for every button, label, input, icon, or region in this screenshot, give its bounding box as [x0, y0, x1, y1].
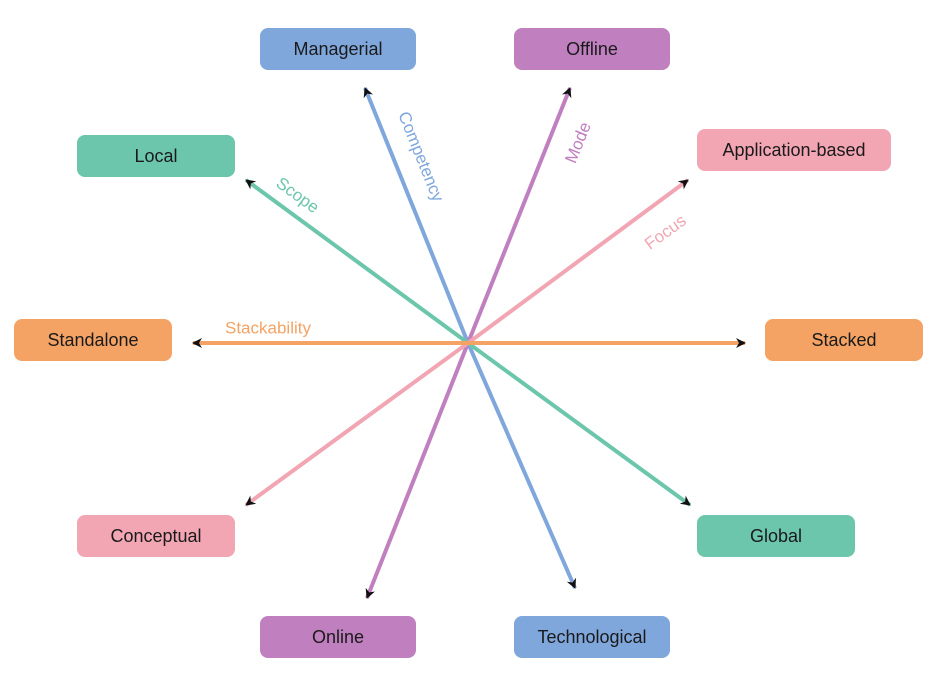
- node-standalone-label: Standalone: [47, 330, 138, 350]
- competency-axis-arrow-b: [363, 87, 470, 344]
- node-local: Local: [77, 135, 235, 177]
- scope-axis-arrow-b: [244, 178, 470, 345]
- mode-axis-label: Mode: [561, 119, 595, 166]
- node-application-based: Application-based: [697, 129, 891, 171]
- node-local-box: [77, 135, 235, 177]
- focus-axis-arrow-a: [244, 341, 470, 507]
- node-offline: Offline: [514, 28, 670, 70]
- node-global-label: Global: [750, 526, 802, 546]
- node-conceptual-label: Conceptual: [110, 526, 201, 546]
- node-global: Global: [697, 515, 855, 557]
- scope-axis-arrow-a: [466, 341, 692, 507]
- node-managerial-label: Managerial: [293, 39, 382, 59]
- mode-axis-arrow-a: [365, 342, 470, 599]
- axes-layer: [192, 87, 746, 599]
- node-global-box: [697, 515, 855, 557]
- competency-axis-arrow-a: [466, 342, 577, 589]
- node-technological: Technological: [514, 616, 670, 658]
- node-online-label: Online: [312, 627, 364, 647]
- node-technological-box: [514, 616, 670, 658]
- node-online: Online: [260, 616, 416, 658]
- focus-axis-arrow-b: [466, 178, 690, 345]
- node-application-based-label: Application-based: [722, 140, 865, 160]
- node-offline-label: Offline: [566, 39, 618, 59]
- competency-axis-label: Competency: [394, 109, 448, 205]
- scope-axis-label: Scope: [273, 173, 323, 217]
- node-local-label: Local: [134, 146, 177, 166]
- node-stacked-label: Stacked: [811, 330, 876, 350]
- node-managerial-box: [260, 28, 416, 70]
- mode-axis-arrow-b: [466, 87, 572, 344]
- node-stacked: Stacked: [765, 319, 923, 361]
- node-conceptual: Conceptual: [77, 515, 235, 557]
- stackability-axis-label: Stackability: [225, 318, 311, 337]
- node-standalone: Standalone: [14, 319, 172, 361]
- node-application-based-box: [697, 129, 891, 171]
- node-standalone-box: [14, 319, 172, 361]
- node-offline-box: [514, 28, 670, 70]
- node-conceptual-box: [77, 515, 235, 557]
- focus-axis-label: Focus: [641, 211, 690, 254]
- node-stacked-box: [765, 319, 923, 361]
- node-technological-label: Technological: [537, 627, 646, 647]
- node-online-box: [260, 616, 416, 658]
- node-managerial: Managerial: [260, 28, 416, 70]
